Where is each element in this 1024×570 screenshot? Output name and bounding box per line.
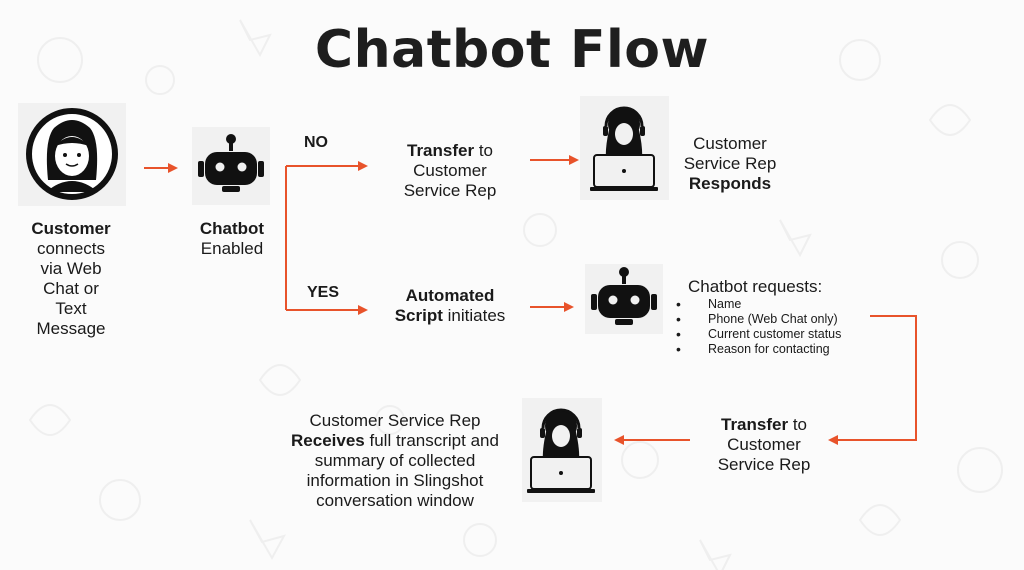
- branch-no-label: NO: [304, 134, 328, 151]
- chatbot-label: Chatbot Enabled: [199, 219, 265, 258]
- robot-icon: [589, 265, 659, 327]
- list-item: Phone (Web Chat only): [672, 312, 841, 327]
- transfer-top-label: Transfer to Customer Service Rep: [403, 141, 497, 200]
- list-item: Reason for contacting: [672, 342, 841, 357]
- support-agent-laptop-icon: [525, 408, 597, 495]
- rep-receives-label: Customer Service Rep Receives full trans…: [291, 411, 499, 510]
- rep-responds-label: Customer Service Rep Responds: [683, 134, 777, 193]
- branch-yes-label: YES: [307, 284, 340, 301]
- customer-label: Customer connects via Web Chat or Text M…: [31, 219, 111, 338]
- page-title: Chatbot Flow: [314, 20, 710, 80]
- customer-avatar-icon: [26, 108, 118, 200]
- robot-icon: [196, 132, 266, 194]
- chatbot-requests-list: Name Phone (Web Chat only) Current custo…: [672, 297, 841, 357]
- arrow-requests-to-transfer: [828, 315, 917, 445]
- transfer-bottom-label: Transfer to Customer Service Rep: [717, 415, 811, 474]
- list-item: Name: [672, 297, 841, 312]
- chatbot-requests-title: Chatbot requests:: [688, 277, 823, 296]
- automated-script-label: Automated Script initiates: [394, 286, 506, 325]
- list-item: Current customer status: [672, 327, 841, 342]
- support-agent-laptop-icon: [588, 106, 660, 193]
